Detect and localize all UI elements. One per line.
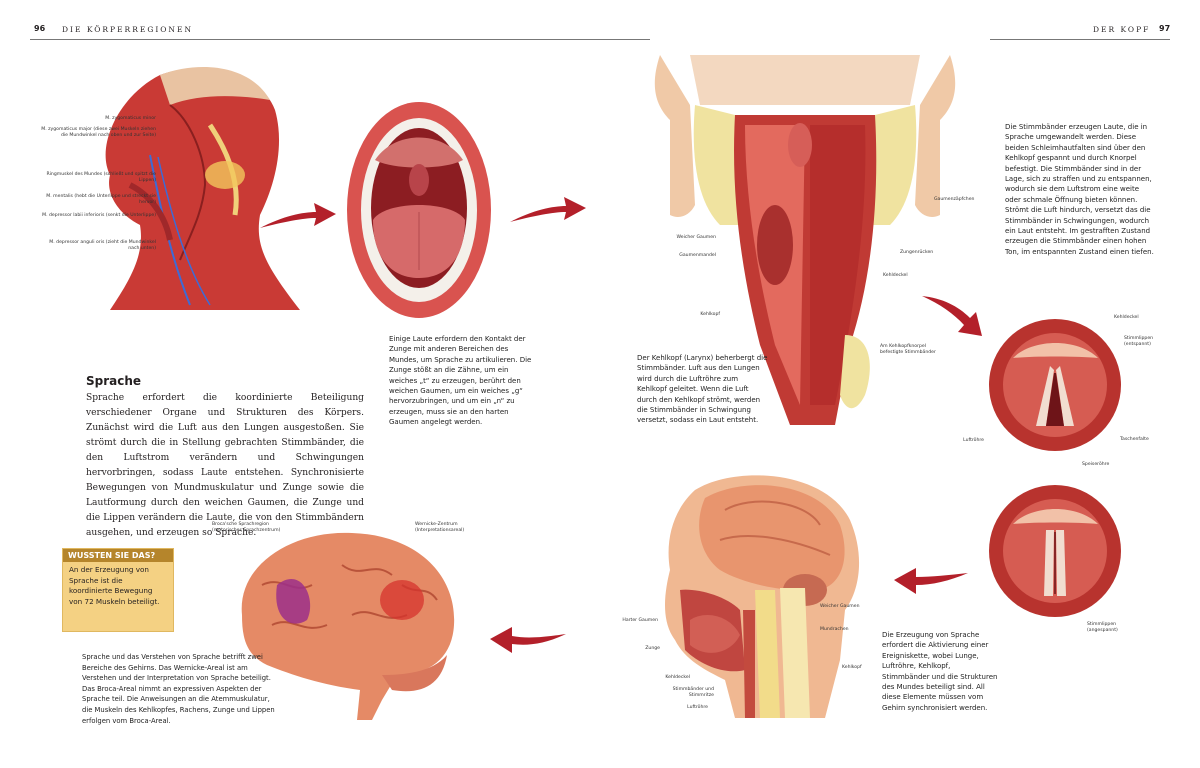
throat-label-gaumenzaepfchen: Gaumenzäpfchen [934,197,975,202]
page-number-right: 97 [1159,24,1171,33]
did-you-know-box: WUSSTEN SIE DAS? An der Erzeugung von Sp… [62,548,174,632]
head-label-weicher-gaumen: Weicher Gaumen [820,604,860,609]
brain-caption: Sprache und das Verstehen von Sprache be… [82,653,275,725]
head-label-harter-gaumen: Harter Gaumen [622,618,658,623]
head-label-zunge: Zunge [645,646,660,651]
larynx-caption: Der Kehlkopf (Larynx) beherbergt die Sti… [637,354,768,425]
arrow-left-icon [490,627,566,653]
head-label-luftroehre: Luftröhre [687,705,708,710]
head-label-stimmbaender: Stimmbänder und Stimmritze [672,687,714,698]
brain-label-wernicke: Wernicke-Zentrum (Interpretationsareal) [415,522,465,533]
head-label-mundrachen: Mundrachen [820,627,849,632]
vocal-label-luftroehre: Luftröhre [963,438,984,443]
face-muscle-illustration [105,67,300,310]
arrow-down-right-icon [922,296,982,336]
head-sagittal-illustration [665,475,860,718]
head-label-kehldeckel: Kehldeckel [665,675,690,680]
throat-label-zungenruecken: Zungenrücken [900,250,934,255]
page-number-left: 96 [34,24,46,33]
arrow-right-icon [510,197,586,222]
face-label-depressor-labii: M. depressor labii inferioris (senkt die… [42,213,156,218]
head-caption: Die Erzeugung von Sprache erfordert die … [882,631,998,712]
throat-label-weicher-gaumen: Weicher Gaumen [676,235,717,240]
head-label-kehlkopf: Kehlkopf [842,665,862,670]
did-you-know-title: WUSSTEN SIE DAS? [63,549,173,562]
running-title-right: DER KOPF [1093,25,1151,34]
face-label-ringmuskel: Ringmuskel des Mundes (schließt und spit… [46,172,156,183]
running-title-left: DIE KÖRPERREGIONEN [62,25,194,34]
vocal-label-speiseroehre: Speiseröhre [1082,462,1110,467]
throat-label-kehldeckel: Kehldeckel [883,273,908,278]
vocal-label-stimmlippen-entspannt: Stimmlippen (entspannt) [1124,336,1154,347]
face-label-zygomaticus-major: M. zygomaticus major (diese zwei Muskeln… [41,127,156,138]
mouth-caption: Einige Laute erfordern den Kontakt der Z… [389,335,532,427]
brain-label-broca: Broca'sche Sprachregion (motorisches Spr… [212,522,281,533]
face-label-zygomaticus-minor: M. zygomaticus minor [105,116,156,121]
face-label-depressor-anguli: M. depressor anguli oris (zieht die Mund… [49,240,156,251]
throat-cross-section-illustration [654,55,956,425]
arrow-left-icon [894,568,968,594]
section-title: Sprache [86,374,142,388]
brain-illustration [241,532,455,720]
open-mouth-illustration [347,102,491,318]
header-rule-left [30,39,650,40]
face-label-mentalis: M. mentalis (hebt die Unterlippe und str… [46,194,156,205]
vocal-cords-caption: Die Stimmbänder erzeugen Laute, die in S… [1005,123,1154,256]
vocal-cords-tense-illustration [989,485,1121,617]
throat-label-kehlkopf: Kehlkopf [700,312,720,317]
throat-label-stimmbaender: Am Kehlkopfknorpel befestigte Stimmbände… [880,344,936,355]
did-you-know-text: An der Erzeugung von Sprache ist die koo… [69,565,160,606]
section-body: Sprache erfordert die koordinierte Betei… [86,393,364,538]
vocal-label-stimmlippen-angespannt: Stimmlippen (angespannt) [1087,622,1118,633]
arrow-right-icon [260,203,336,228]
vocal-cords-relaxed-illustration [989,319,1121,451]
vocal-label-taschenfalte: Taschenfalte [1120,437,1149,442]
throat-label-gaumenmandel: Gaumenmandel [679,253,716,258]
header-rule-right [990,39,1170,40]
vocal-label-kehldeckel: Kehldeckel [1114,315,1139,320]
